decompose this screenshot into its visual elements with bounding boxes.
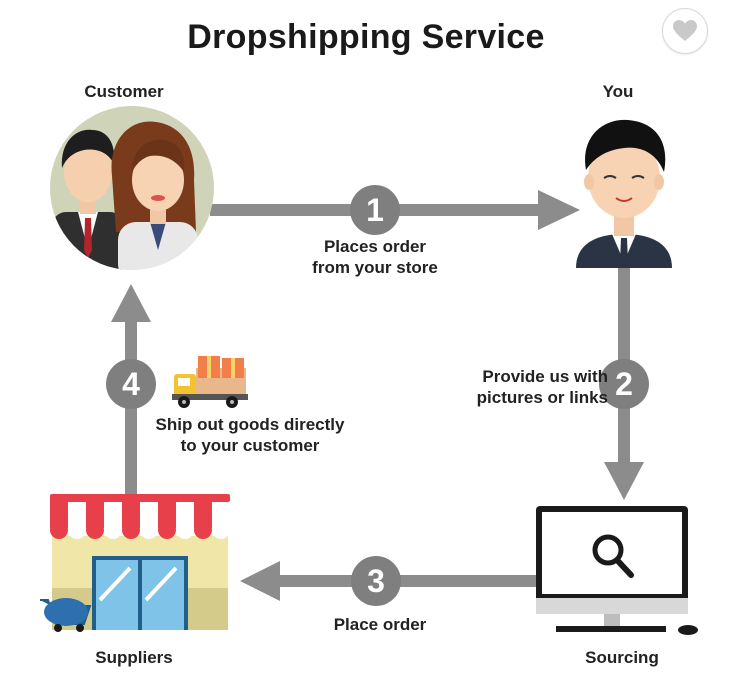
step-1-label-line1: Places order bbox=[323, 237, 427, 256]
svg-text:3: 3 bbox=[367, 563, 385, 599]
svg-text:4: 4 bbox=[122, 366, 140, 402]
sourcing-computer-illustration bbox=[536, 506, 698, 635]
customer-label: Customer bbox=[84, 82, 164, 101]
you-illustration bbox=[576, 119, 672, 268]
step-4-label-line2: to your customer bbox=[180, 436, 320, 455]
delivery-truck-icon bbox=[172, 356, 248, 408]
heart-icon bbox=[673, 20, 697, 41]
customer-illustration bbox=[50, 106, 214, 270]
step-3-label: Place order bbox=[300, 614, 460, 635]
cart-icon bbox=[40, 598, 92, 632]
step-2-badge: 2 bbox=[599, 359, 649, 409]
svg-text:1: 1 bbox=[366, 192, 384, 228]
svg-text:2: 2 bbox=[615, 366, 633, 402]
favorite-button[interactable] bbox=[662, 8, 708, 54]
suppliers-label: Suppliers bbox=[95, 648, 173, 667]
you-label: You bbox=[602, 82, 634, 101]
step-2-label-line1: Provide us with bbox=[482, 367, 608, 386]
step-1-label-line2: from your store bbox=[312, 258, 438, 277]
step-3-badge: 3 bbox=[351, 556, 401, 606]
search-icon bbox=[592, 534, 634, 578]
step-3-label-line1: Place order bbox=[333, 615, 427, 634]
step-2-label: Provide us with pictures or links bbox=[458, 366, 608, 408]
sourcing-label: Sourcing bbox=[585, 648, 659, 667]
arrow-sourcing-to-suppliers bbox=[240, 561, 536, 601]
step-1-label: Places order from your store bbox=[290, 236, 460, 278]
page-title: Dropshipping Service bbox=[187, 18, 545, 56]
step-1-badge: 1 bbox=[350, 185, 400, 235]
step-4-label-line1: Ship out goods directly bbox=[155, 415, 345, 434]
suppliers-store-illustration bbox=[40, 494, 230, 632]
step-4-badge: 4 bbox=[106, 359, 156, 409]
step-4-label: Ship out goods directly to your customer bbox=[146, 414, 354, 456]
step-2-label-line2: pictures or links bbox=[476, 388, 608, 407]
